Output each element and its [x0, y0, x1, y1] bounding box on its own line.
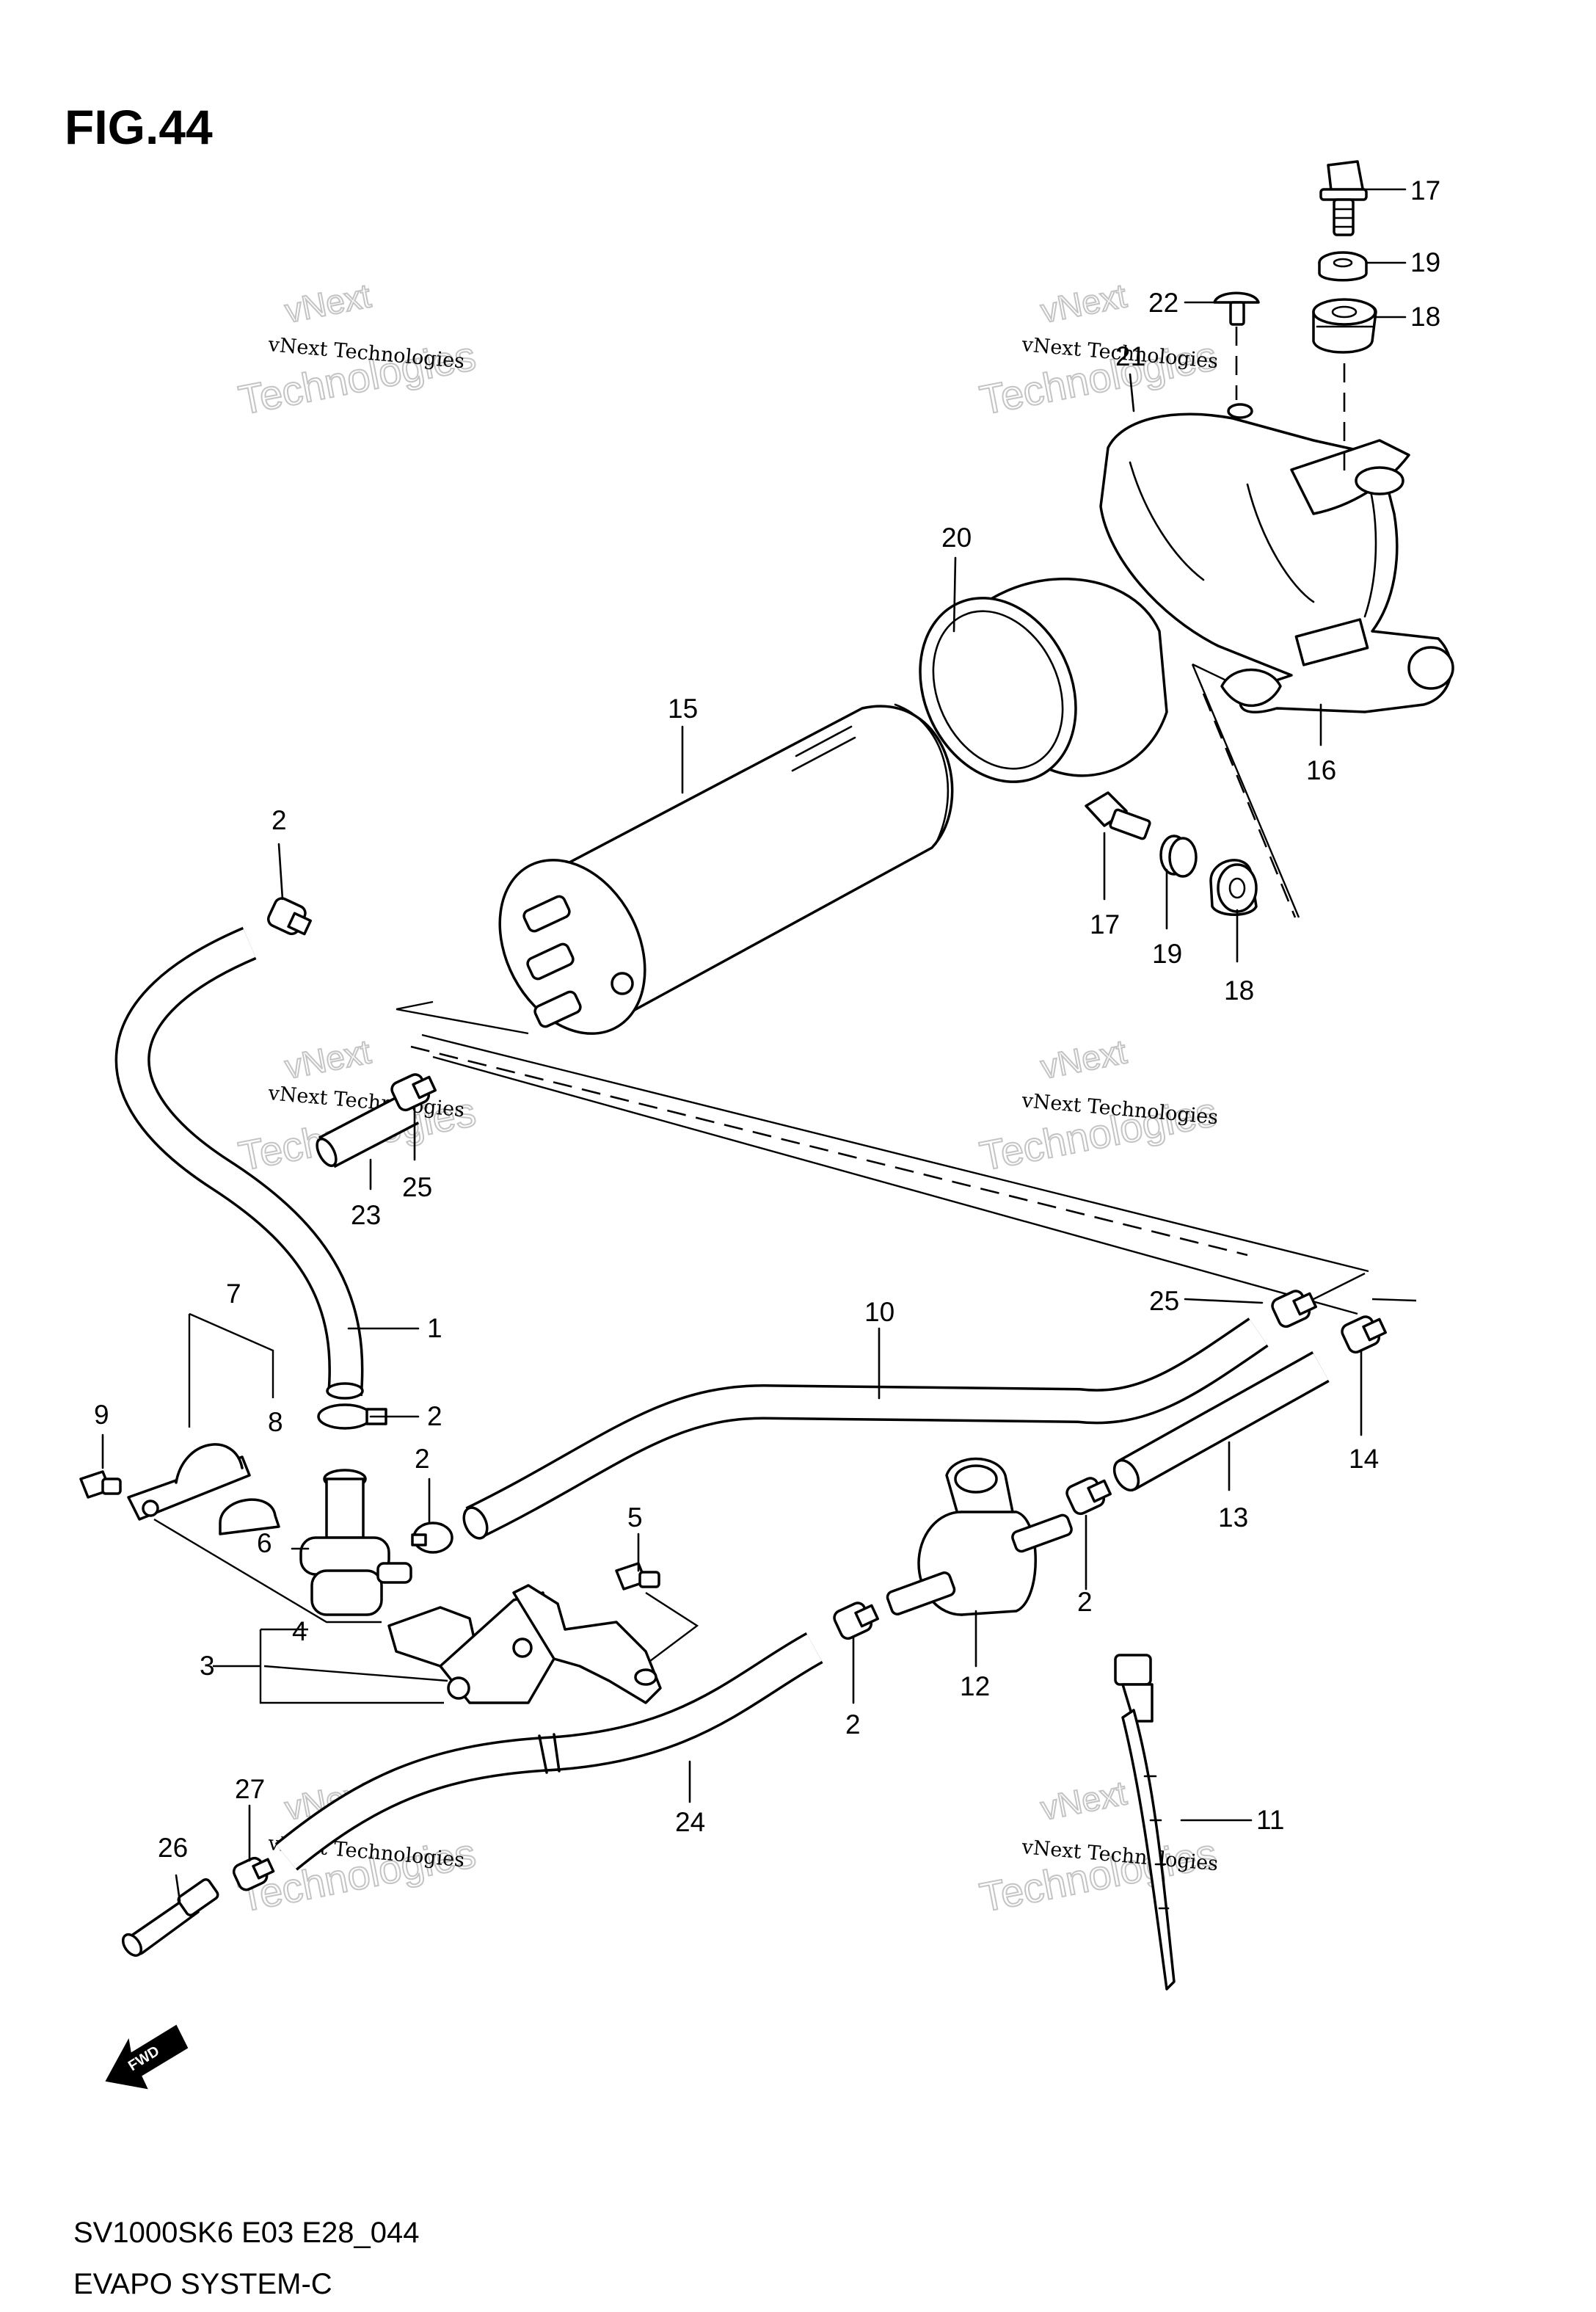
callout-19-side: 19 [1152, 939, 1182, 969]
callout-17-side: 17 [1090, 909, 1120, 939]
clamp [411, 1522, 453, 1554]
hose-1 [114, 926, 364, 1400]
callout-9: 9 [94, 1400, 109, 1430]
watermark-big-line-1: vNext [282, 276, 374, 330]
callout-17-top: 17 [1410, 175, 1440, 206]
callout-2-lower: 2 [845, 1709, 861, 1740]
callout-23: 23 [351, 1200, 381, 1230]
callout-10: 10 [864, 1297, 894, 1327]
watermark-bottom-right: vNext Technologies vNext Technologies [975, 1773, 1221, 1921]
canister [498, 703, 954, 1035]
callout-19-top: 19 [1410, 247, 1440, 277]
watermark-top-right: vNext Technologies vNext Technologies [975, 275, 1221, 423]
callout-8: 8 [268, 1407, 283, 1437]
clamp [390, 1073, 437, 1112]
callout-24: 24 [675, 1807, 705, 1837]
callout-6: 6 [257, 1528, 272, 1558]
vent-valve [886, 1457, 1073, 1616]
callout-22: 22 [1148, 288, 1178, 318]
watermark-big-line-1: vNext [1038, 1773, 1130, 1828]
bolt [79, 1470, 122, 1499]
clamp-bracket [127, 1443, 280, 1535]
callout-13: 13 [1218, 1502, 1248, 1533]
clamp [1341, 1315, 1387, 1354]
watermark-mid-right: vNext Technologies vNext Technologies [975, 1031, 1221, 1179]
watermark-big-line-1: vNext [1038, 276, 1130, 330]
callout-11: 11 [1256, 1805, 1284, 1835]
watermark-big-line-1: vNext [282, 1032, 374, 1086]
grommet-side [1209, 859, 1258, 916]
callout-12: 12 [960, 1671, 990, 1701]
callout-15: 15 [668, 694, 698, 724]
callout-26: 26 [158, 1833, 188, 1863]
callout-2-hose10: 2 [415, 1444, 430, 1474]
callout-18-side: 18 [1224, 975, 1254, 1006]
hose-23 [316, 1092, 420, 1168]
canister-cushion [919, 578, 1168, 783]
callout-27: 27 [235, 1774, 265, 1804]
hose-10 [462, 1317, 1269, 1540]
callout-14: 14 [1349, 1444, 1379, 1474]
callout-4: 4 [292, 1616, 307, 1646]
callout-5: 5 [627, 1502, 643, 1533]
system-name: EVAPO SYSTEM-C [73, 2268, 332, 2300]
valve [299, 1469, 412, 1616]
washer-side [1159, 835, 1198, 878]
mounting-bracket [387, 1584, 662, 1704]
bolt-top [1319, 160, 1368, 236]
callout-1: 1 [427, 1313, 442, 1343]
clamp [232, 1856, 275, 1891]
screw-small [1213, 291, 1260, 326]
clamp [1271, 1290, 1317, 1328]
callout-18-top: 18 [1410, 302, 1440, 332]
canister-bracket [1099, 403, 1454, 713]
hose-24 [274, 1632, 823, 1871]
callout-25-left: 25 [402, 1172, 432, 1202]
hose-joint [121, 1877, 219, 1957]
bolt-side [1085, 791, 1151, 840]
model-code: SV1000SK6 E03 E28_044 [73, 2217, 420, 2249]
forward-direction-arrow: FWD [105, 2024, 189, 2090]
callout-16: 16 [1306, 755, 1336, 785]
callout-2-vent: 2 [1077, 1587, 1093, 1617]
washer-top [1318, 251, 1368, 282]
watermark-top-left: vNext Technologies vNext Technologies [234, 275, 480, 423]
callout-25-right: 25 [1149, 1286, 1179, 1316]
callout-2-top: 2 [272, 805, 287, 835]
hose-13 [1112, 1351, 1330, 1492]
grommet-top [1312, 298, 1377, 354]
callout-21: 21 [1115, 341, 1145, 371]
watermark-big-line-1: vNext [1038, 1032, 1130, 1086]
clamp [1065, 1477, 1112, 1516]
leader-lines [101, 188, 1407, 1902]
cable-tie [1114, 1654, 1176, 1991]
callout-7: 7 [226, 1279, 241, 1309]
callout-20: 20 [941, 523, 972, 553]
figure-title: FIG.44 [65, 100, 213, 154]
callout-3: 3 [200, 1651, 215, 1681]
clamp [266, 897, 312, 936]
callout-2-valve: 2 [427, 1401, 442, 1431]
clamp [317, 1403, 387, 1430]
assembly-guide-lines [153, 663, 1417, 1704]
clamp [833, 1602, 879, 1640]
